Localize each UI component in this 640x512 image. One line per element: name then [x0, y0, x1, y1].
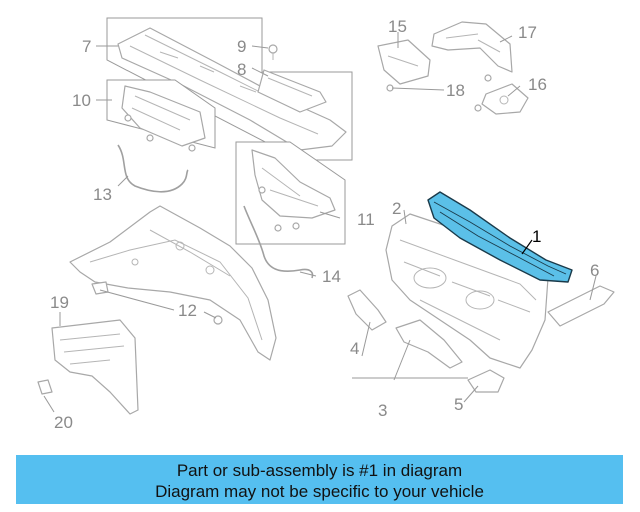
- callout-4: 4: [350, 339, 359, 358]
- parts-diagram: 1 2 3 4 5 6 7 8 9 10 11 12 13 14 15 16 1…: [37, 17, 615, 432]
- cowl-top-panel-highlighted[interactable]: [427, 191, 573, 283]
- info-banner: Part or sub-assembly is #1 in diagram Di…: [16, 455, 623, 504]
- banner-line-2: Diagram may not be specific to your vehi…: [155, 482, 484, 501]
- callout-7: 7: [82, 37, 91, 56]
- callout-5: 5: [454, 395, 463, 414]
- callout-18: 18: [446, 81, 465, 100]
- callout-11: 11: [357, 210, 375, 229]
- callout-labels: 1 2 3 4 5 6 7 8 9 10 11 12 13 14 15 16 1…: [50, 17, 599, 432]
- cowl-side-group: [235, 141, 346, 245]
- dash-silencer: [37, 319, 139, 415]
- callout-16: 16: [528, 75, 547, 94]
- weatherstrip-seal: [117, 144, 189, 193]
- upper-brackets: [377, 21, 529, 115]
- callout-15: 15: [388, 17, 407, 36]
- callout-9: 9: [237, 37, 246, 56]
- callout-8: 8: [237, 60, 246, 79]
- banner-line-1: Part or sub-assembly is #1 in diagram: [176, 461, 463, 480]
- dash-panel-insulator: [69, 205, 277, 361]
- callout-14: 14: [322, 267, 341, 286]
- callout-19: 19: [50, 293, 69, 312]
- drain-hose: [243, 205, 314, 279]
- callout-12: 12: [178, 301, 197, 320]
- callout-20: 20: [54, 413, 73, 432]
- callout-3: 3: [378, 401, 387, 420]
- callout-2: 2: [392, 199, 401, 218]
- side-bracket: [547, 285, 615, 327]
- callout-17: 17: [518, 23, 537, 42]
- side-cowl-bracket-group: [106, 79, 216, 152]
- leader-lines: [43, 32, 597, 413]
- callout-13: 13: [93, 185, 112, 204]
- callout-1: 1: [532, 227, 541, 246]
- cowl-grille-assembly: [106, 17, 353, 161]
- callout-10: 10: [72, 91, 91, 110]
- callout-6: 6: [590, 261, 599, 280]
